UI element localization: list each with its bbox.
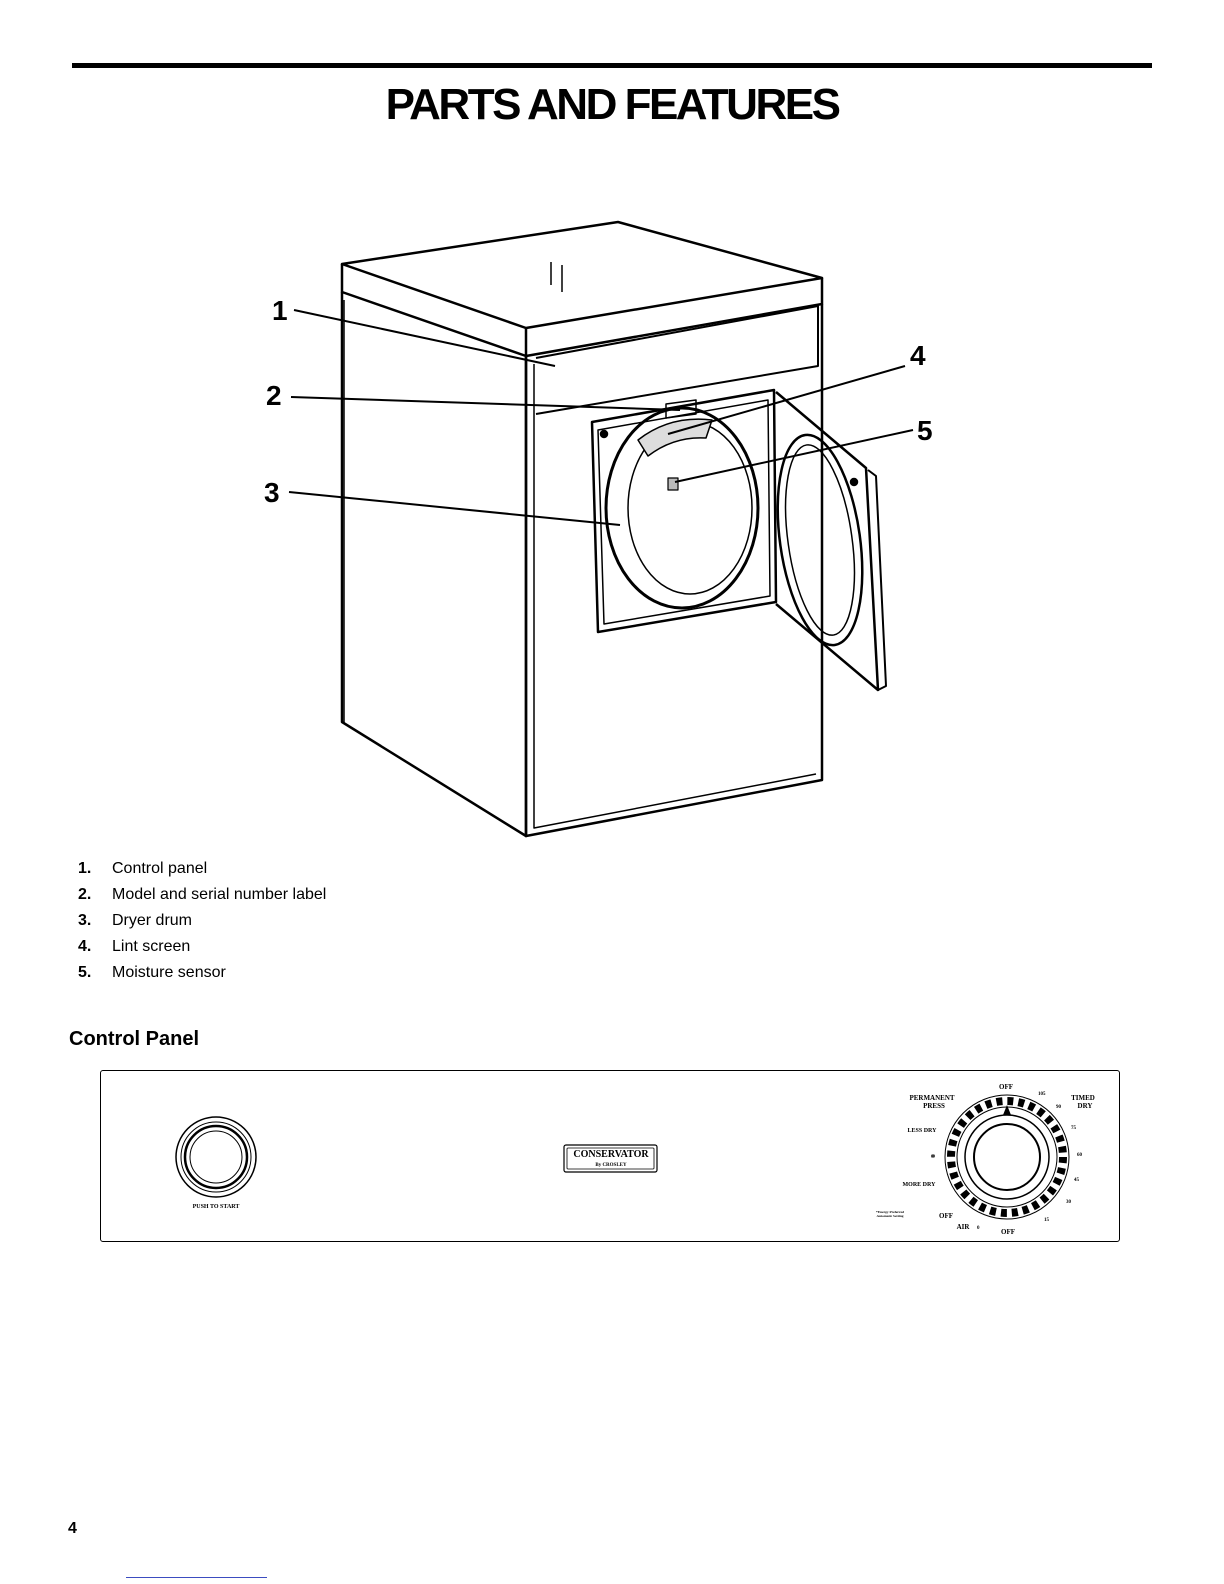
legend-item: 4.Lint screen <box>78 938 191 955</box>
dial-minutes-15: 15 <box>1044 1218 1050 1223</box>
push-to-start-label: PUSH TO START <box>193 1204 240 1210</box>
dial-off-bottom: OFF <box>1001 1228 1015 1236</box>
dial-minutes-60: 60 <box>1077 1153 1083 1158</box>
dial-minutes-30: 30 <box>1066 1200 1072 1205</box>
dial-minutes-105: 105 <box>1038 1092 1046 1097</box>
dial-off-left: OFF <box>939 1212 953 1220</box>
legend-item: 3.Dryer drum <box>78 912 193 929</box>
model-label <box>665 399 697 419</box>
dial-dry-label: DRY <box>1078 1102 1093 1110</box>
dial-timed-label: TIMED <box>1071 1094 1095 1102</box>
conservator-logo: CONSERVATOR By CROSLEY <box>563 1144 658 1173</box>
dial-permanent-label: PERMANENT <box>909 1094 954 1102</box>
page-number: 4 <box>68 1520 77 1537</box>
dial-air: AIR <box>957 1223 971 1231</box>
dial-minutes-0: 0 <box>977 1226 980 1231</box>
dial-note-2: Automatic Setting <box>876 1214 903 1218</box>
control-panel-heading: Control Panel <box>69 1028 200 1050</box>
legend-item: 1.Control panel <box>78 860 208 877</box>
logo-text: CONSERVATOR <box>573 1149 649 1160</box>
dial-note-1: *Energy Preferred <box>876 1210 904 1214</box>
dial-minutes-90: 90 <box>1056 1105 1062 1110</box>
dryer-top <box>340 220 824 330</box>
callout-1: 1 <box>272 295 288 326</box>
callout-3: 3 <box>264 477 280 508</box>
dial-press-label: PRESS <box>923 1102 945 1110</box>
door-opening <box>590 388 778 634</box>
parts-legend: 1.Control panel 2.Model and serial numbe… <box>78 858 326 988</box>
legend-item: 5.Moisture sensor <box>78 964 226 981</box>
cycle-dial[interactable] <box>944 1094 1070 1220</box>
dryer-drum <box>604 406 760 610</box>
callout-2: 2 <box>266 380 282 411</box>
legend-item: 2.Model and serial number label <box>78 886 327 903</box>
dryer-front <box>524 304 824 838</box>
dryer-illustration: 1 2 3 4 5 <box>264 220 933 838</box>
dial-more-dry: MORE DRY <box>903 1182 937 1188</box>
callout-4: 4 <box>910 340 926 371</box>
moisture-sensor-shape <box>667 477 679 491</box>
dryer-door <box>775 391 880 692</box>
page-title: PARTS AND FEATURES <box>385 80 841 129</box>
dial-less-dry: LESS DRY <box>908 1128 938 1134</box>
dial-minutes-75: 75 <box>1071 1126 1077 1131</box>
lint-screen-shape <box>637 418 713 457</box>
dryer-side <box>340 292 528 838</box>
callout-5: 5 <box>917 415 933 446</box>
push-to-start-button[interactable] <box>175 1116 257 1198</box>
control-panel: PUSH TO START CONSERVATOR By CROSLEY PER… <box>100 1070 1120 1242</box>
logo-subtext: By CROSLEY <box>595 1163 627 1168</box>
top-rule <box>72 63 1152 68</box>
dial-off-top: OFF <box>999 1083 1013 1091</box>
dial-minutes-45: 45 <box>1074 1178 1080 1183</box>
footer-link-underline[interactable] <box>126 1577 267 1578</box>
dial-star: * <box>931 1153 936 1164</box>
dryer-control-panel <box>535 305 819 415</box>
